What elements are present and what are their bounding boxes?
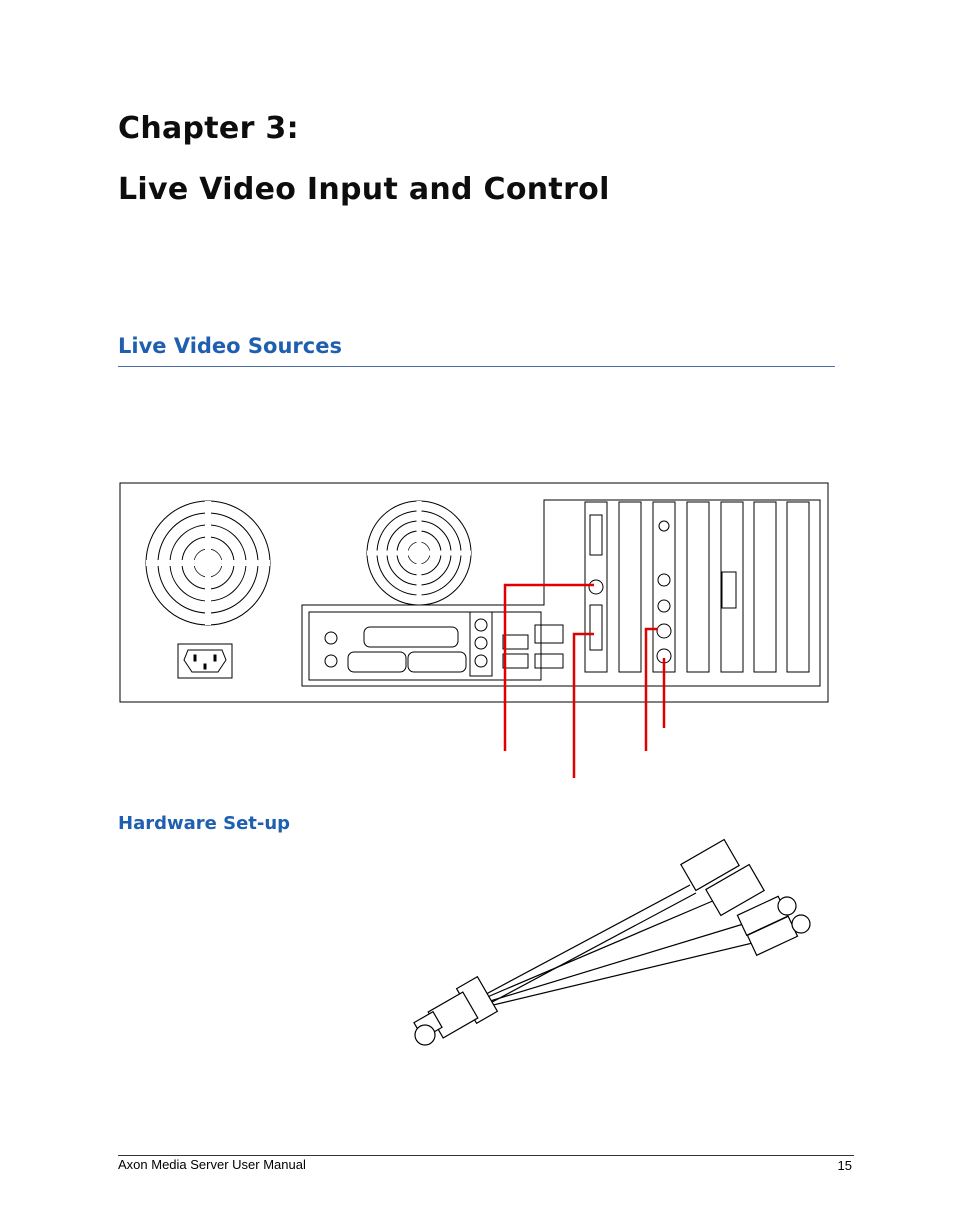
section-heading-live-video-sources: Live Video Sources — [118, 334, 342, 358]
power-socket-icon — [177, 643, 233, 679]
svideo-connector-1-icon — [680, 838, 740, 892]
cable-4 — [488, 939, 766, 1007]
io-shield — [308, 611, 564, 681]
cable-2 — [484, 899, 716, 999]
page-number: 15 — [837, 1158, 852, 1173]
cable-3 — [486, 921, 751, 1003]
footer-manual-title: Axon Media Server User Manual — [118, 1157, 306, 1172]
section-divider — [118, 366, 835, 367]
chapter-title: Live Video Input and Control — [118, 172, 610, 207]
callout-dvi-in — [572, 632, 594, 778]
chassis-outline — [119, 482, 829, 703]
section-heading-hardware-setup: Hardware Set-up — [118, 813, 291, 834]
back-panel-diagram — [119, 482, 829, 778]
case-fan-icon — [366, 500, 472, 606]
callout-lines — [503, 583, 666, 778]
cable-1b — [480, 892, 697, 1009]
expansion-slots — [584, 501, 810, 673]
callout-svideo-in — [644, 627, 658, 751]
rca-connector-2-icon — [746, 914, 811, 957]
main-mini-din-plug-icon — [413, 991, 479, 1046]
psu-fan-icon — [145, 500, 271, 626]
breakout-cable-drawing — [413, 838, 811, 1046]
cable-1 — [474, 884, 691, 1001]
footer-divider — [118, 1155, 854, 1156]
svideo-connector-2-icon — [705, 863, 765, 917]
callout-composite-in — [503, 583, 594, 751]
chapter-number: Chapter 3: — [118, 111, 299, 146]
